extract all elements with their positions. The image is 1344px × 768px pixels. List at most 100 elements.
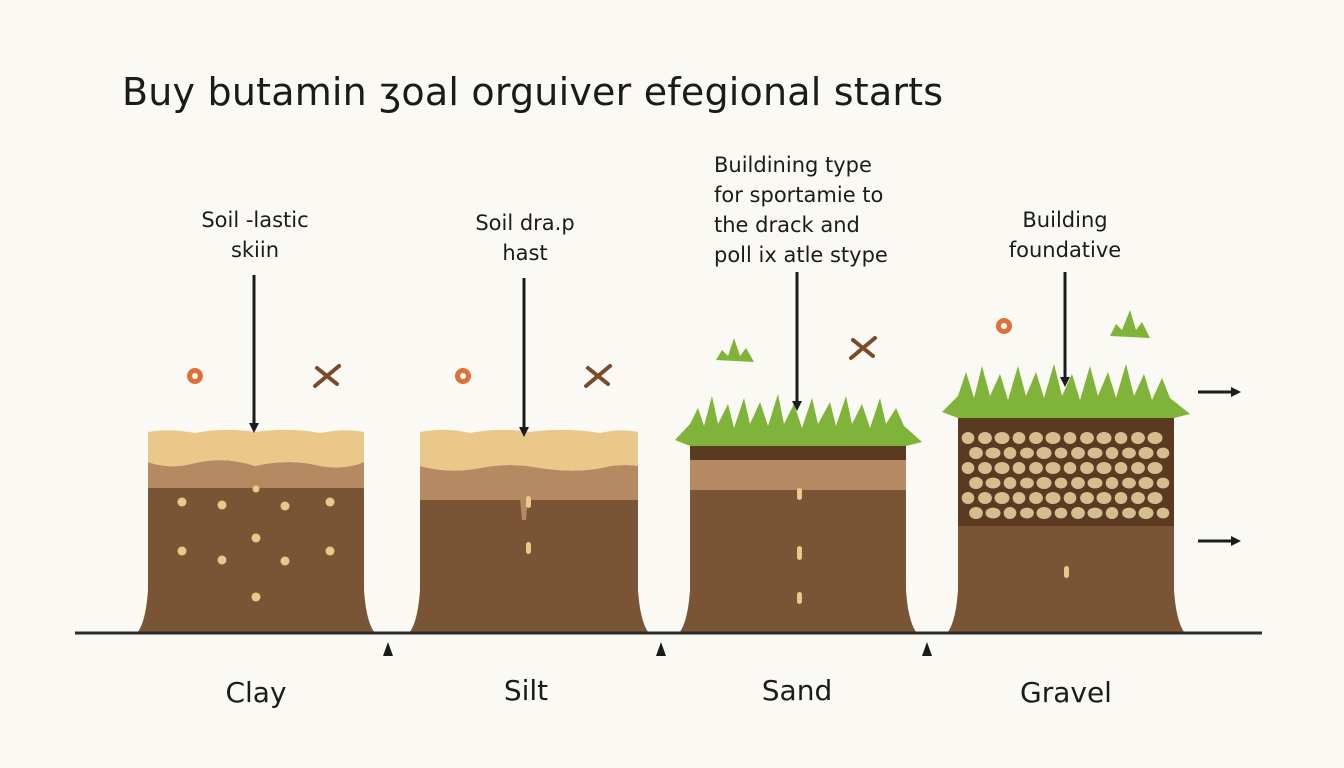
gravel-stone (1063, 462, 1077, 474)
gravel-stone (1096, 462, 1112, 474)
gravel-stone (1020, 447, 1034, 459)
sand-dark-layer (680, 490, 916, 632)
clay-dark-layer (138, 480, 374, 632)
silt-mid-layer (420, 465, 638, 500)
clay-mid-layer (148, 460, 364, 488)
gravel-stone (1131, 462, 1145, 474)
gravel-stone (1138, 447, 1154, 459)
label-silt: Silt (503, 674, 549, 707)
gravel-stone (1131, 432, 1145, 444)
gravel-stone (1036, 477, 1052, 489)
clay-pebbles (177, 485, 335, 602)
gravel-stone (1114, 462, 1128, 474)
gravel-stone (1156, 507, 1170, 519)
gravel-stone (985, 507, 1001, 519)
gravel-stone (1156, 447, 1170, 459)
gravel-stone (1147, 492, 1163, 504)
gravel-stone (1147, 432, 1163, 444)
gravel-stone (1012, 432, 1026, 444)
annotation-sand-line-4: poll ix atle stype (714, 243, 888, 267)
annotation-gravel-line-2: foundative (1008, 238, 1122, 262)
ground-marker-icon (656, 642, 666, 656)
gravel-stone (978, 462, 992, 474)
gravel-stone (969, 507, 983, 519)
gravel-stone (985, 477, 1001, 489)
annotation-gravel-line-1: Building (1022, 208, 1108, 232)
annotation-silt: Soil dra.p hast (445, 208, 605, 268)
annotation-clay: Soil ‐lastic skiin (180, 205, 330, 265)
sand-soil-column (675, 394, 922, 632)
label-sand: Sand (761, 674, 833, 707)
gravel-stone (1087, 477, 1103, 489)
gravel-stone (1029, 462, 1043, 474)
label-clay: Clay (225, 676, 287, 709)
clay-topsoil-layer (148, 429, 364, 468)
diagram-title: Buy butamin ʒoal orguiver efegional star… (122, 70, 944, 114)
gravel-stone (1156, 477, 1170, 489)
gravel-stone (994, 462, 1010, 474)
gravel-stone (1138, 477, 1154, 489)
silt-soil-column (410, 429, 648, 632)
gravel-stone (961, 432, 975, 444)
annotation-silt-line-1: Soil dra.p (475, 211, 575, 235)
gravel-stone (978, 432, 992, 444)
gravel-stone (1087, 447, 1103, 459)
gravel-stone (969, 447, 983, 459)
grass-tuft-icon (1110, 310, 1150, 338)
clay-soil-column (138, 429, 374, 632)
sand-grass (675, 394, 922, 446)
gravel-stone (1054, 477, 1068, 489)
gravel-stone (1012, 492, 1026, 504)
gravel-stone (1080, 432, 1094, 444)
gravel-stone (1131, 492, 1145, 504)
sand-pebbles (797, 488, 802, 604)
gravel-stone (1063, 432, 1077, 444)
gravel-stone (961, 462, 975, 474)
gravel-stone (1045, 492, 1061, 504)
gravel-stone (1147, 462, 1163, 474)
gravel-stone (1054, 507, 1068, 519)
flower-icon (187, 368, 203, 384)
gravel-stone (1096, 492, 1112, 504)
silt-pebbles (526, 496, 531, 554)
flower-icon (455, 368, 471, 384)
annotation-sand: Buildining type for sportamie to the dra… (714, 150, 944, 270)
gravel-stone (1087, 507, 1103, 519)
gravel-stone (994, 492, 1010, 504)
annotation-gravel: Building foundative (985, 205, 1145, 265)
gravel-stone (1071, 477, 1085, 489)
gravel-stone (1138, 507, 1154, 519)
gravel-stone (1020, 477, 1034, 489)
gravel-stone (1105, 447, 1119, 459)
gravel-stone (1003, 477, 1017, 489)
gravel-stone (1122, 477, 1136, 489)
silt-dark-layer (410, 498, 648, 632)
twig-icon (313, 364, 341, 388)
gravel-stone (1105, 507, 1119, 519)
sand-mid-layer (690, 460, 906, 490)
gravel-stone (1096, 432, 1112, 444)
ground-marker-icon (383, 642, 393, 656)
annotation-sand-line-3: the drack and (714, 213, 860, 237)
gravel-stone (1036, 507, 1052, 519)
gravel-stone (1036, 447, 1052, 459)
twig-icon (584, 364, 612, 388)
gravel-stone (978, 492, 992, 504)
gravel-stone (1054, 447, 1068, 459)
gravel-stone (1122, 507, 1136, 519)
label-gravel: Gravel (1020, 676, 1112, 709)
gravel-stone (994, 432, 1010, 444)
ground-marker-icon (922, 642, 932, 656)
gravel-stone (1122, 447, 1136, 459)
gravel-stone (961, 492, 975, 504)
gravel-stone (1071, 447, 1085, 459)
grass-tuft-icon (716, 338, 754, 362)
annotation-clay-line-2: skiin (230, 238, 280, 262)
gravel-pebble (1064, 566, 1069, 578)
annotation-sand-line-1: Buildining type (714, 153, 872, 177)
gravel-pebbles (961, 432, 1170, 519)
gravel-stone (969, 477, 983, 489)
gravel-stone (1114, 432, 1128, 444)
gravel-stone (1063, 492, 1077, 504)
